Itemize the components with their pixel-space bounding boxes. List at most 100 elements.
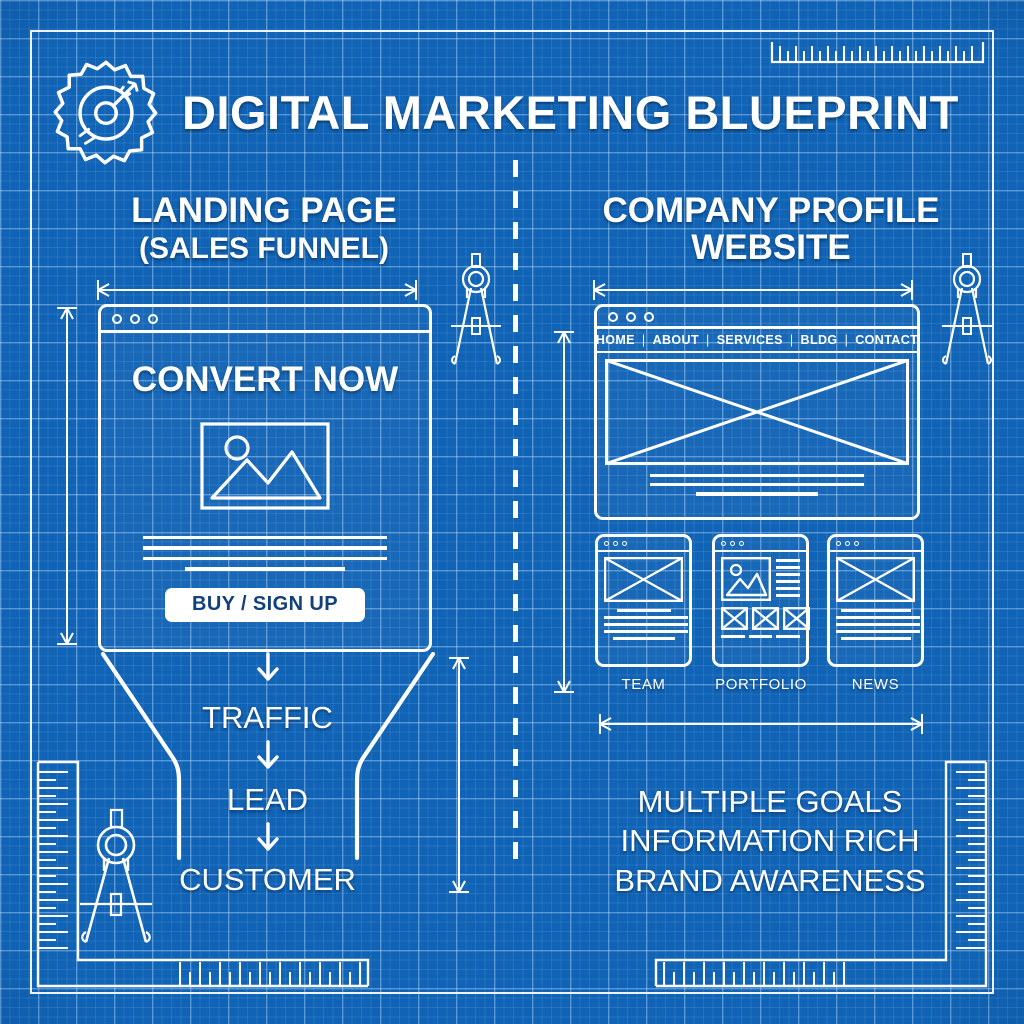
text-line (185, 567, 345, 571)
text-line (776, 635, 801, 638)
window-titlebar (598, 537, 689, 552)
nav-item-about[interactable]: ABOUT (652, 333, 700, 347)
header: DIGITAL MARKETING BLUEPRINT (52, 58, 959, 166)
window-dot (721, 541, 726, 546)
text-line (612, 636, 675, 640)
text-line (143, 536, 387, 540)
window-titlebar (597, 307, 917, 329)
card-body (715, 552, 810, 638)
nav-item-services[interactable]: SERVICES (716, 333, 783, 347)
window-dot (854, 541, 859, 546)
image-placeholder-icon (200, 422, 330, 510)
benefit-brand-awareness: BRAND AWARENESS (614, 862, 926, 898)
site-nav: HOME | ABOUT | SERVICES | BLDG | CONTACT (595, 329, 919, 353)
gallery-captions (721, 635, 801, 638)
nav-item-home[interactable]: HOME (595, 333, 635, 347)
compass-icon-left (451, 253, 501, 365)
text-line (776, 572, 800, 576)
window-dot (739, 541, 744, 546)
dashed-vertical-divider (513, 160, 518, 864)
compass-icon-corner (80, 808, 152, 944)
card-label-portfolio: PORTFOLIO (715, 676, 807, 693)
company-profile-mockup: HOME | ABOUT | SERVICES | BLDG | CONTACT (594, 304, 920, 520)
arrow-down-icon (256, 652, 279, 681)
text-line (836, 629, 920, 633)
text-line (604, 615, 688, 619)
landing-page-body-lines (101, 536, 429, 571)
left-column-subtitle: (SALES FUNNEL) (139, 232, 389, 265)
text-line (650, 474, 864, 478)
arrow-down-icon (256, 740, 279, 769)
landing-page-mockup: CONVERT NOW BUY / SIGN UP (98, 304, 432, 652)
crossed-box-placeholder (783, 607, 810, 630)
text-line (696, 492, 818, 496)
text-line (776, 586, 800, 590)
nav-separator: | (844, 333, 849, 347)
nav-separator: | (641, 333, 646, 347)
card-team[interactable] (595, 534, 692, 667)
window-titlebar (830, 537, 921, 552)
text-line (721, 635, 745, 638)
text-line (748, 635, 773, 638)
right-column-title-line2: WEBSITE (691, 228, 851, 268)
dim-left-width (97, 280, 417, 300)
card-label-news: NEWS (851, 676, 900, 693)
window-dot (836, 541, 841, 546)
benefits-list: MULTIPLE GOALS INFORMATION RICH BRAND AW… (560, 782, 980, 900)
text-line (776, 579, 800, 583)
card-portfolio[interactable] (712, 534, 810, 667)
funnel-stage-customer: CUSTOMER (179, 862, 356, 897)
window-dot (622, 541, 627, 546)
nav-separator: | (706, 333, 710, 347)
text-line (616, 609, 671, 612)
card-body (830, 552, 921, 640)
window-dot (845, 541, 850, 546)
window-dot (730, 541, 735, 546)
dim-cards-width (599, 714, 923, 734)
crossed-box-placeholder (836, 557, 915, 602)
landing-page-headline: CONVERT NOW (131, 360, 399, 399)
nav-item-contact[interactable]: CONTACT (855, 333, 919, 347)
text-line (776, 593, 800, 597)
compass-icon-right (942, 253, 992, 365)
window-dot (130, 313, 140, 324)
window-dot (148, 313, 158, 324)
gear-target-icon (53, 60, 158, 165)
window-dot (112, 313, 122, 324)
funnel-stages: TRAFFIC LEAD CUSTOMER (95, 652, 440, 900)
text-line (604, 622, 688, 626)
funnel-stage-lead: LEAD (227, 782, 308, 817)
ruler-top-right (770, 42, 985, 64)
text-line (836, 615, 920, 619)
dim-right-height (554, 331, 574, 693)
benefit-information-rich: INFORMATION RICH (620, 823, 920, 859)
text-line (143, 556, 387, 561)
window-dot (604, 541, 609, 546)
window-dot (608, 311, 618, 322)
window-titlebar (101, 307, 429, 333)
crossed-box-placeholder (604, 557, 683, 602)
benefit-multiple-goals: MULTIPLE GOALS (637, 784, 903, 819)
funnel-stage-traffic: TRAFFIC (202, 700, 333, 735)
window-dot (644, 311, 654, 322)
buy-signup-button[interactable]: BUY / SIGN UP (165, 587, 365, 622)
window-dot (626, 311, 636, 322)
nav-separator: | (789, 333, 794, 347)
page-title: DIGITAL MARKETING BLUEPRINT (182, 85, 959, 139)
dim-left-height (57, 307, 77, 645)
text-line (604, 629, 688, 633)
window-dot (613, 541, 618, 546)
ruler-bottom-right (654, 760, 988, 988)
left-column-title: LANDING PAGE (131, 191, 397, 230)
card-news[interactable] (827, 534, 924, 667)
ruler-bottom-left (36, 760, 370, 988)
funnel-shape (100, 651, 436, 861)
right-column-title-line1: COMPANY PROFILE (602, 191, 940, 230)
text-line (776, 559, 800, 562)
text-line (840, 636, 911, 640)
crossed-box-placeholder (721, 607, 748, 630)
text-line (836, 622, 920, 626)
nav-item-bldg[interactable]: BLDG (800, 333, 838, 347)
text-line (776, 565, 800, 569)
